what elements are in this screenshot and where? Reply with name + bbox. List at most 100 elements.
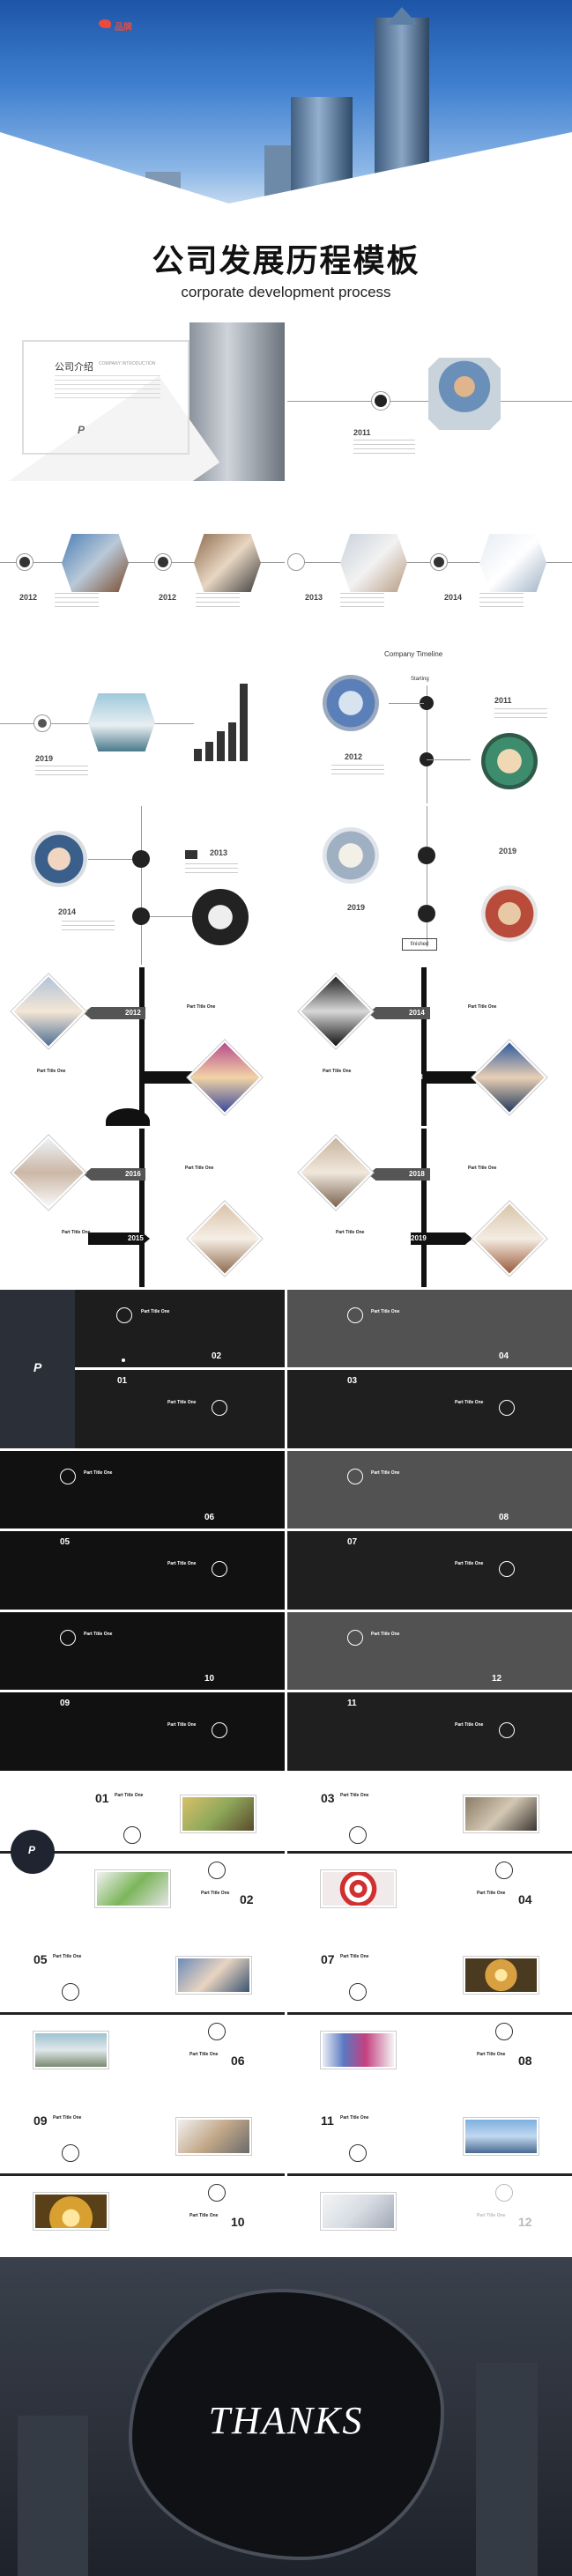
arrow-2014 (368, 1007, 430, 1019)
part-title: Part Title One (62, 1230, 91, 1235)
timeline-title: Company Timeline (384, 650, 443, 658)
chart-icon (495, 2184, 513, 2202)
part-title: Part Title One (455, 1400, 484, 1405)
timeline-line (287, 562, 572, 563)
portrait-photo (340, 534, 407, 592)
diamond-icon (212, 1561, 227, 1577)
dark-slide-11-12: 11 12 Part Title One Part Title One (287, 1612, 572, 1771)
cart-icon (185, 850, 197, 859)
city-silhouette (18, 2416, 88, 2576)
logo-icon (99, 19, 111, 28)
desc-text (331, 765, 384, 777)
year-2018: 2018 (409, 1170, 425, 1178)
photo-slide-01-02: P 01 02 Part Title One Part Title One (0, 1773, 285, 1932)
starting-label: Starting (411, 677, 429, 682)
gift-icon (499, 1400, 515, 1416)
node-icon (62, 1983, 79, 2001)
intro-paragraph (55, 375, 160, 402)
diamond-photo (187, 1040, 263, 1115)
year-2012: 2012 (345, 752, 363, 761)
center-spine (139, 1129, 145, 1287)
plant-icon (123, 1826, 141, 1844)
thanks-text: THANKS (208, 2399, 364, 2442)
timeline-bar (0, 1851, 285, 1854)
finished-label: finished (402, 938, 437, 951)
intro-logo: P (78, 424, 85, 436)
doc-icon (62, 2144, 79, 2162)
bottom-band (287, 1530, 572, 1610)
year-2014: 2014 (409, 1009, 425, 1017)
timeline-bar (287, 1690, 572, 1692)
bulb-icon (434, 557, 444, 567)
branch-line (427, 759, 471, 760)
diamond-photo (298, 973, 374, 1049)
bottom-band (287, 1691, 572, 1771)
presenter-photo (176, 2118, 251, 2155)
part-title: Part Title One (167, 1722, 197, 1728)
light-photo (464, 1957, 539, 1994)
num-01: 01 (117, 1376, 128, 1386)
page-subtitle: corporate development process (181, 284, 391, 300)
slide-2019-bars: 2019 (0, 645, 285, 803)
arrow-2015 (88, 1232, 150, 1245)
year-2013: 2013 (407, 1073, 423, 1081)
slide-2018-2019: 2018 2019 Part Title One Part Title One (287, 1129, 572, 1287)
timeline-line (0, 562, 285, 563)
part-title: Part Title One (201, 1891, 230, 1896)
man-photo (192, 889, 249, 945)
slide-2011-2012: 2012 2011 Part Title One Part Title One (0, 967, 285, 1126)
chart-icon (60, 1630, 76, 1646)
year-2019: 2019 (499, 847, 517, 855)
city-photo (464, 2118, 539, 2155)
num-04: 04 (518, 1892, 532, 1906)
diamond-photo (472, 1201, 547, 1277)
person-photo (428, 358, 501, 430)
stamp-icon (349, 1983, 367, 2001)
timeline-bar (75, 1367, 285, 1370)
part-title: Part Title One (115, 1793, 144, 1798)
p-logo: P (33, 1360, 42, 1374)
slide-2012a: 2012 2012 (0, 484, 285, 642)
arrow-2016 (84, 1168, 145, 1181)
p-logo: P (28, 1844, 36, 1856)
diamond-photo (187, 1201, 263, 1277)
dark-slide-07-08: 07 08 Part Title One Part Title One (287, 1451, 572, 1610)
dark-slide-09-10: 09 10 Part Title One Part Title One (0, 1612, 285, 1771)
cup-icon (347, 1307, 363, 1323)
part-title: Part Title One (37, 1069, 66, 1074)
intro-tag: COMPANY INTRODUCTION (99, 361, 156, 366)
diamond-photo (472, 1040, 547, 1115)
p-badge (11, 1830, 55, 1874)
num-03: 03 (321, 1791, 335, 1805)
part-title: Part Title One (477, 1891, 506, 1896)
part-title: Part Title One (84, 1470, 113, 1476)
center-spine (421, 967, 427, 1126)
year-2013: 2013 (210, 848, 228, 857)
part-title: Part Title One (340, 1954, 369, 1959)
desc-text (494, 708, 547, 721)
team-photo (176, 1957, 251, 1994)
center-spine (139, 967, 145, 1126)
photo-slide-03-04: 03 04 Part Title One Part Title One (287, 1773, 572, 1932)
node-2011 (420, 696, 434, 710)
part-title: Part Title One (189, 2213, 219, 2218)
year-2016: 2016 (125, 1170, 141, 1178)
diamond-photo (11, 973, 86, 1049)
branch-line (88, 859, 132, 860)
logo-text: 品牌 (115, 23, 132, 33)
part-title: Part Title One (185, 1166, 214, 1171)
sprout-photo (95, 1870, 170, 1907)
thanks-blob (132, 2292, 441, 2557)
node-2013 (132, 850, 150, 868)
part-title: Part Title One (477, 2052, 506, 2057)
photo-slide-05-06: 05 06 Part Title One Part Title One (0, 1935, 285, 2093)
bar-5 (240, 684, 248, 761)
year-2012: 2012 (125, 1009, 141, 1017)
lab-photo (323, 675, 379, 731)
num-06: 06 (231, 2054, 245, 2068)
camera-icon (116, 1307, 132, 1323)
trophy-icon (208, 2184, 226, 2202)
timeline-bar (0, 1529, 285, 1531)
part-title: Part Title One (53, 2115, 82, 2121)
part-title: Part Title One (84, 1632, 113, 1637)
